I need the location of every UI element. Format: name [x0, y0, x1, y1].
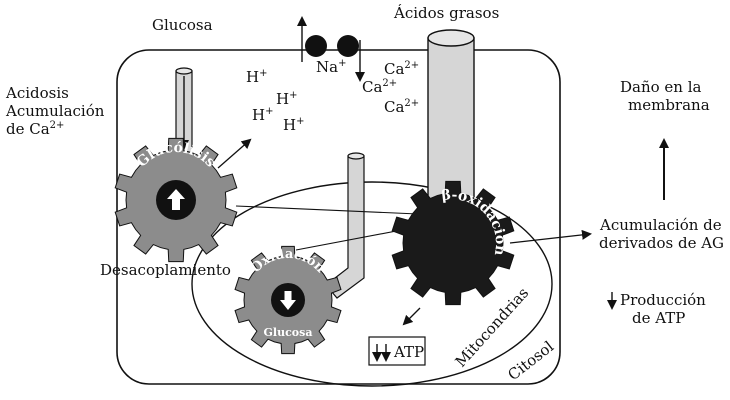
calcium-ion-3: Ca2+: [384, 98, 419, 116]
up-arrow-icon: [167, 189, 185, 210]
glycolysis-to-protons-arrow: [217, 138, 252, 169]
membrane-damage-label-2: membrana: [628, 96, 710, 114]
proton-3: H+: [252, 106, 273, 124]
atp-production-label-1: Producción: [620, 291, 706, 309]
sodium-ion-label: Na+: [316, 58, 346, 76]
derivatives-label-2: derivados de AG: [599, 234, 724, 252]
calcium-accumulation-label: de Ca2+: [6, 120, 64, 138]
calcium-ion-2: Ca2+: [362, 78, 397, 96]
oxidation-to-beta-line: [295, 227, 413, 251]
cytosol-label: Citosol: [504, 337, 557, 384]
beta-to-atp-arrow: [402, 307, 421, 326]
ion-dot-right: [337, 35, 359, 57]
beta-oxidation-gear: β-oxidación: [391, 180, 515, 306]
calcium-ion-1: Ca2+: [384, 60, 419, 78]
glycolysis-gear: Glucólisis: [114, 137, 238, 263]
sodium-channel: [297, 16, 365, 82]
atp-production-label-2: de ATP: [632, 309, 685, 327]
beta-to-derivatives-arrow: [509, 229, 592, 244]
ion-dot-left: [305, 35, 327, 57]
mitochondria-boundary: [191, 181, 553, 387]
glucose-label: Glucosa: [152, 16, 213, 34]
accumulation-label: Acumulación: [5, 102, 105, 120]
atp-label: ATP: [393, 343, 424, 361]
uncoupling-label: Desacoplamiento: [100, 261, 231, 279]
proton-1: H+: [246, 68, 267, 86]
oxidation-glucose-label: Glucosa: [264, 326, 313, 339]
atp-box: ATP: [368, 336, 426, 366]
fatty-acids-label: Ácidos grasos: [393, 4, 499, 22]
glucose-oxidation-gear: Oxidación Glucosa: [234, 245, 342, 355]
acidosis-label: Acidosis: [5, 84, 69, 102]
down-arrow-icon: [280, 291, 296, 310]
derivatives-label-1: Acumulación de: [599, 216, 722, 234]
membrane-damage-label-1: Daño en la: [620, 78, 702, 96]
proton-4: H+: [283, 116, 304, 134]
mito-glucose-tube: [325, 152, 365, 299]
glycolysis-to-beta-line: [235, 205, 419, 215]
proton-2: H+: [276, 90, 297, 108]
